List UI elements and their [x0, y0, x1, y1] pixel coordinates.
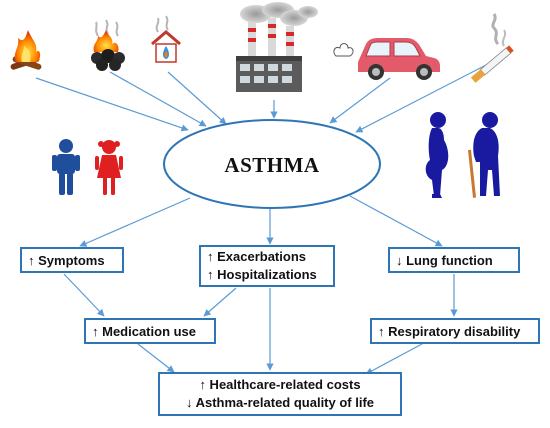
exposure-arrows: [35, 63, 489, 133]
car-exhaust-icon: [333, 38, 440, 80]
pregnant-woman-figure: [425, 112, 449, 198]
exacerbations-label: ↑ Exacerbations: [207, 249, 306, 264]
burning-coal-icon: [91, 19, 125, 71]
arrow-cigarette-to-asthma: [355, 63, 489, 133]
arrow-gas-to-asthma: [167, 71, 227, 125]
symptoms-label: ↑ Symptoms: [28, 252, 105, 268]
factory-pollution-icon: [236, 2, 318, 92]
pregnant-woman-and-elderly-icon: [425, 112, 500, 198]
bonfire-icon: [10, 30, 42, 70]
household-gas-icon: [151, 15, 181, 63]
children-icon: [52, 139, 123, 195]
arrow-symptoms-to-medication: [63, 273, 105, 317]
boy-figure: [52, 139, 80, 195]
respiratory-disability-box: ↑ Respiratory disability: [370, 318, 540, 344]
medication-use-label: ↑ Medication use: [92, 323, 197, 339]
outcome-arrows: [63, 195, 458, 375]
arrow-bonfire-to-asthma: [35, 77, 189, 132]
exacerbations-hospitalizations-box: ↑ Exacerbations ↑ Hospitalizations: [199, 245, 335, 287]
respiratory-disability-label: ↑ Respiratory disability: [378, 323, 521, 339]
medication-use-box: ↑ Medication use: [84, 318, 216, 344]
arrow-asthma-to-symptoms: [79, 197, 191, 247]
costs-quality-of-life-box: ↑ Healthcare-related costs ↓ Asthma-rela…: [158, 372, 402, 416]
hospitalizations-label: ↑ Hospitalizations: [207, 267, 317, 282]
girl-figure: [95, 140, 123, 195]
arrow-car-to-asthma: [329, 77, 391, 124]
lung-function-label: ↓ Lung function: [396, 252, 493, 268]
arrow-exacerbations-to-medication: [203, 287, 237, 317]
quality-of-life-label: ↓ Asthma-related quality of life: [185, 395, 375, 410]
arrow-asthma-to-lung-function: [349, 195, 443, 247]
elderly-man-figure: [468, 112, 500, 198]
arrow-coal-to-asthma: [109, 71, 207, 127]
arrow-medication-to-costs: [137, 343, 175, 373]
symptoms-box: ↑ Symptoms: [20, 247, 124, 273]
asthma-node: ASTHMA: [163, 119, 381, 209]
cigarette-smoke-icon: [470, 13, 514, 83]
lung-function-box: ↓ Lung function: [388, 247, 520, 273]
arrow-disability-to-costs: [365, 343, 423, 375]
asthma-label: ASTHMA: [224, 153, 320, 177]
healthcare-costs-label: ↑ Healthcare-related costs: [199, 377, 361, 392]
